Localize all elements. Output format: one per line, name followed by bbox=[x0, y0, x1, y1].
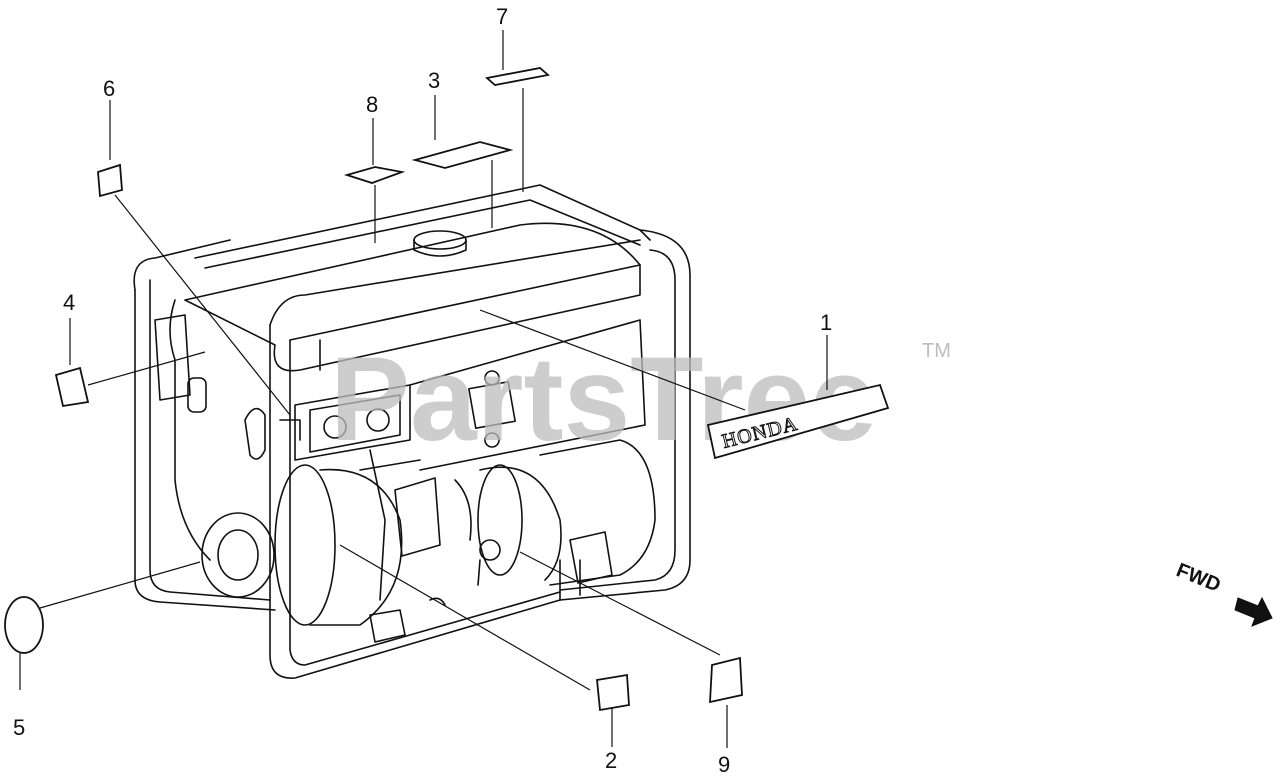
callout-7: 7 bbox=[496, 4, 508, 29]
fwd-arrow-icon bbox=[1234, 596, 1273, 627]
callout-5: 5 bbox=[13, 715, 25, 740]
callout-numbers: 1 2 3 4 5 6 7 8 9 bbox=[13, 4, 832, 777]
trademark-symbol: TM bbox=[922, 340, 951, 362]
callout-2: 2 bbox=[605, 748, 617, 773]
callout-4: 4 bbox=[63, 290, 75, 315]
decal-5 bbox=[4, 596, 44, 654]
decal-6 bbox=[97, 163, 123, 198]
fwd-label: FWD bbox=[1173, 559, 1223, 596]
brand-decal bbox=[706, 383, 890, 460]
decals: HONDA bbox=[4, 67, 890, 712]
callout-1: 1 bbox=[820, 310, 832, 335]
callout-6: 6 bbox=[103, 76, 115, 101]
generator-illustration bbox=[133, 184, 691, 679]
partstree-watermark: PartsTree bbox=[330, 332, 877, 466]
decal-3 bbox=[411, 141, 514, 169]
callout-8: 8 bbox=[366, 92, 378, 117]
decal-4 bbox=[54, 366, 90, 408]
leader-lines bbox=[19, 30, 828, 748]
decal-9 bbox=[709, 656, 743, 704]
callout-9: 9 bbox=[718, 752, 730, 777]
decal-7 bbox=[485, 67, 550, 86]
decal-2 bbox=[596, 673, 630, 712]
fwd-indicator: FWD bbox=[1173, 559, 1273, 627]
callout-3: 3 bbox=[428, 68, 440, 93]
decal-8 bbox=[343, 166, 406, 184]
